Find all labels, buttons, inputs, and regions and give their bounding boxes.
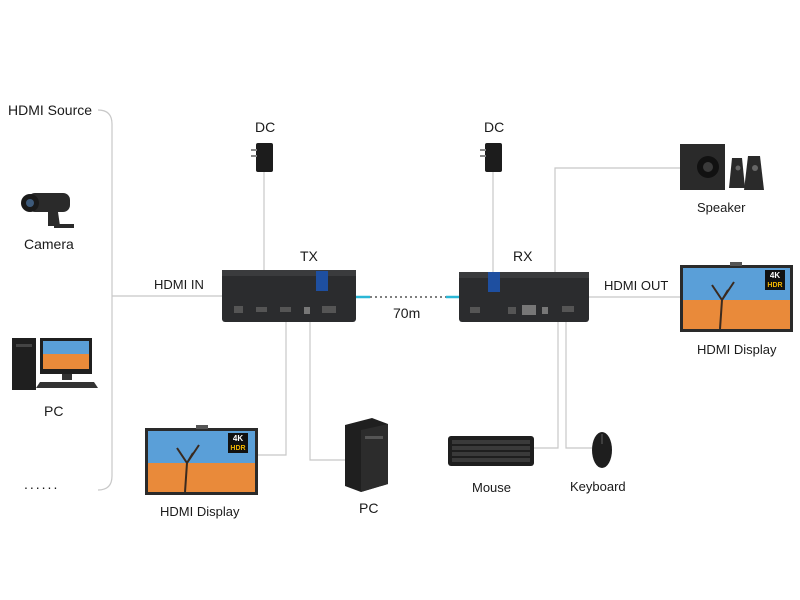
- dc-right-label: DC: [484, 119, 505, 135]
- pc-source-label: PC: [44, 403, 64, 419]
- pc-source-icon: [12, 338, 98, 390]
- hdmi-display-left-label: HDMI Display: [160, 504, 240, 519]
- dc-adapter-right-icon: [480, 143, 502, 172]
- badge-hdr-left: HDR: [230, 445, 246, 452]
- keyboard-icon: [448, 436, 534, 466]
- camera-icon: [21, 193, 74, 228]
- rx-mouse-line: [565, 322, 592, 449]
- distance-label: 70m: [393, 305, 421, 321]
- mouse-icon: [592, 432, 612, 468]
- rx-keyboard-line: [534, 322, 559, 449]
- mouse-label: Mouse: [472, 480, 512, 495]
- speaker-label: Speaker: [697, 200, 746, 215]
- hdmi-display-right-label: HDMI Display: [697, 342, 777, 357]
- hdmi-out-label: HDMI OUT: [604, 278, 669, 293]
- rx-speaker-line: [554, 167, 680, 272]
- dc-left-label: DC: [255, 119, 276, 135]
- pc-tower-label: PC: [359, 500, 379, 516]
- camera-label: Camera: [24, 236, 74, 252]
- badge-4k-right: 4K: [769, 271, 781, 280]
- tx-display-line: [258, 322, 287, 456]
- rx-label: RX: [513, 248, 533, 264]
- tx-pc-line: [309, 322, 345, 461]
- hdmi-in-label: HDMI IN: [154, 277, 204, 292]
- dc-adapter-left-icon: [251, 143, 273, 172]
- more-sources-label: ......: [24, 476, 60, 492]
- hdmi-source-title: HDMI Source: [8, 102, 93, 118]
- rx-device-icon: [459, 272, 589, 322]
- badge-hdr-right: HDR: [767, 282, 783, 289]
- tx-device-icon: [222, 270, 356, 322]
- pc-tower-icon: [345, 418, 388, 492]
- badge-4k-left: 4K: [232, 434, 244, 443]
- keyboard-label: Keyboard: [570, 479, 626, 494]
- source-bracket: [97, 109, 113, 491]
- tx-label: TX: [300, 248, 318, 264]
- speaker-icon: [680, 144, 764, 190]
